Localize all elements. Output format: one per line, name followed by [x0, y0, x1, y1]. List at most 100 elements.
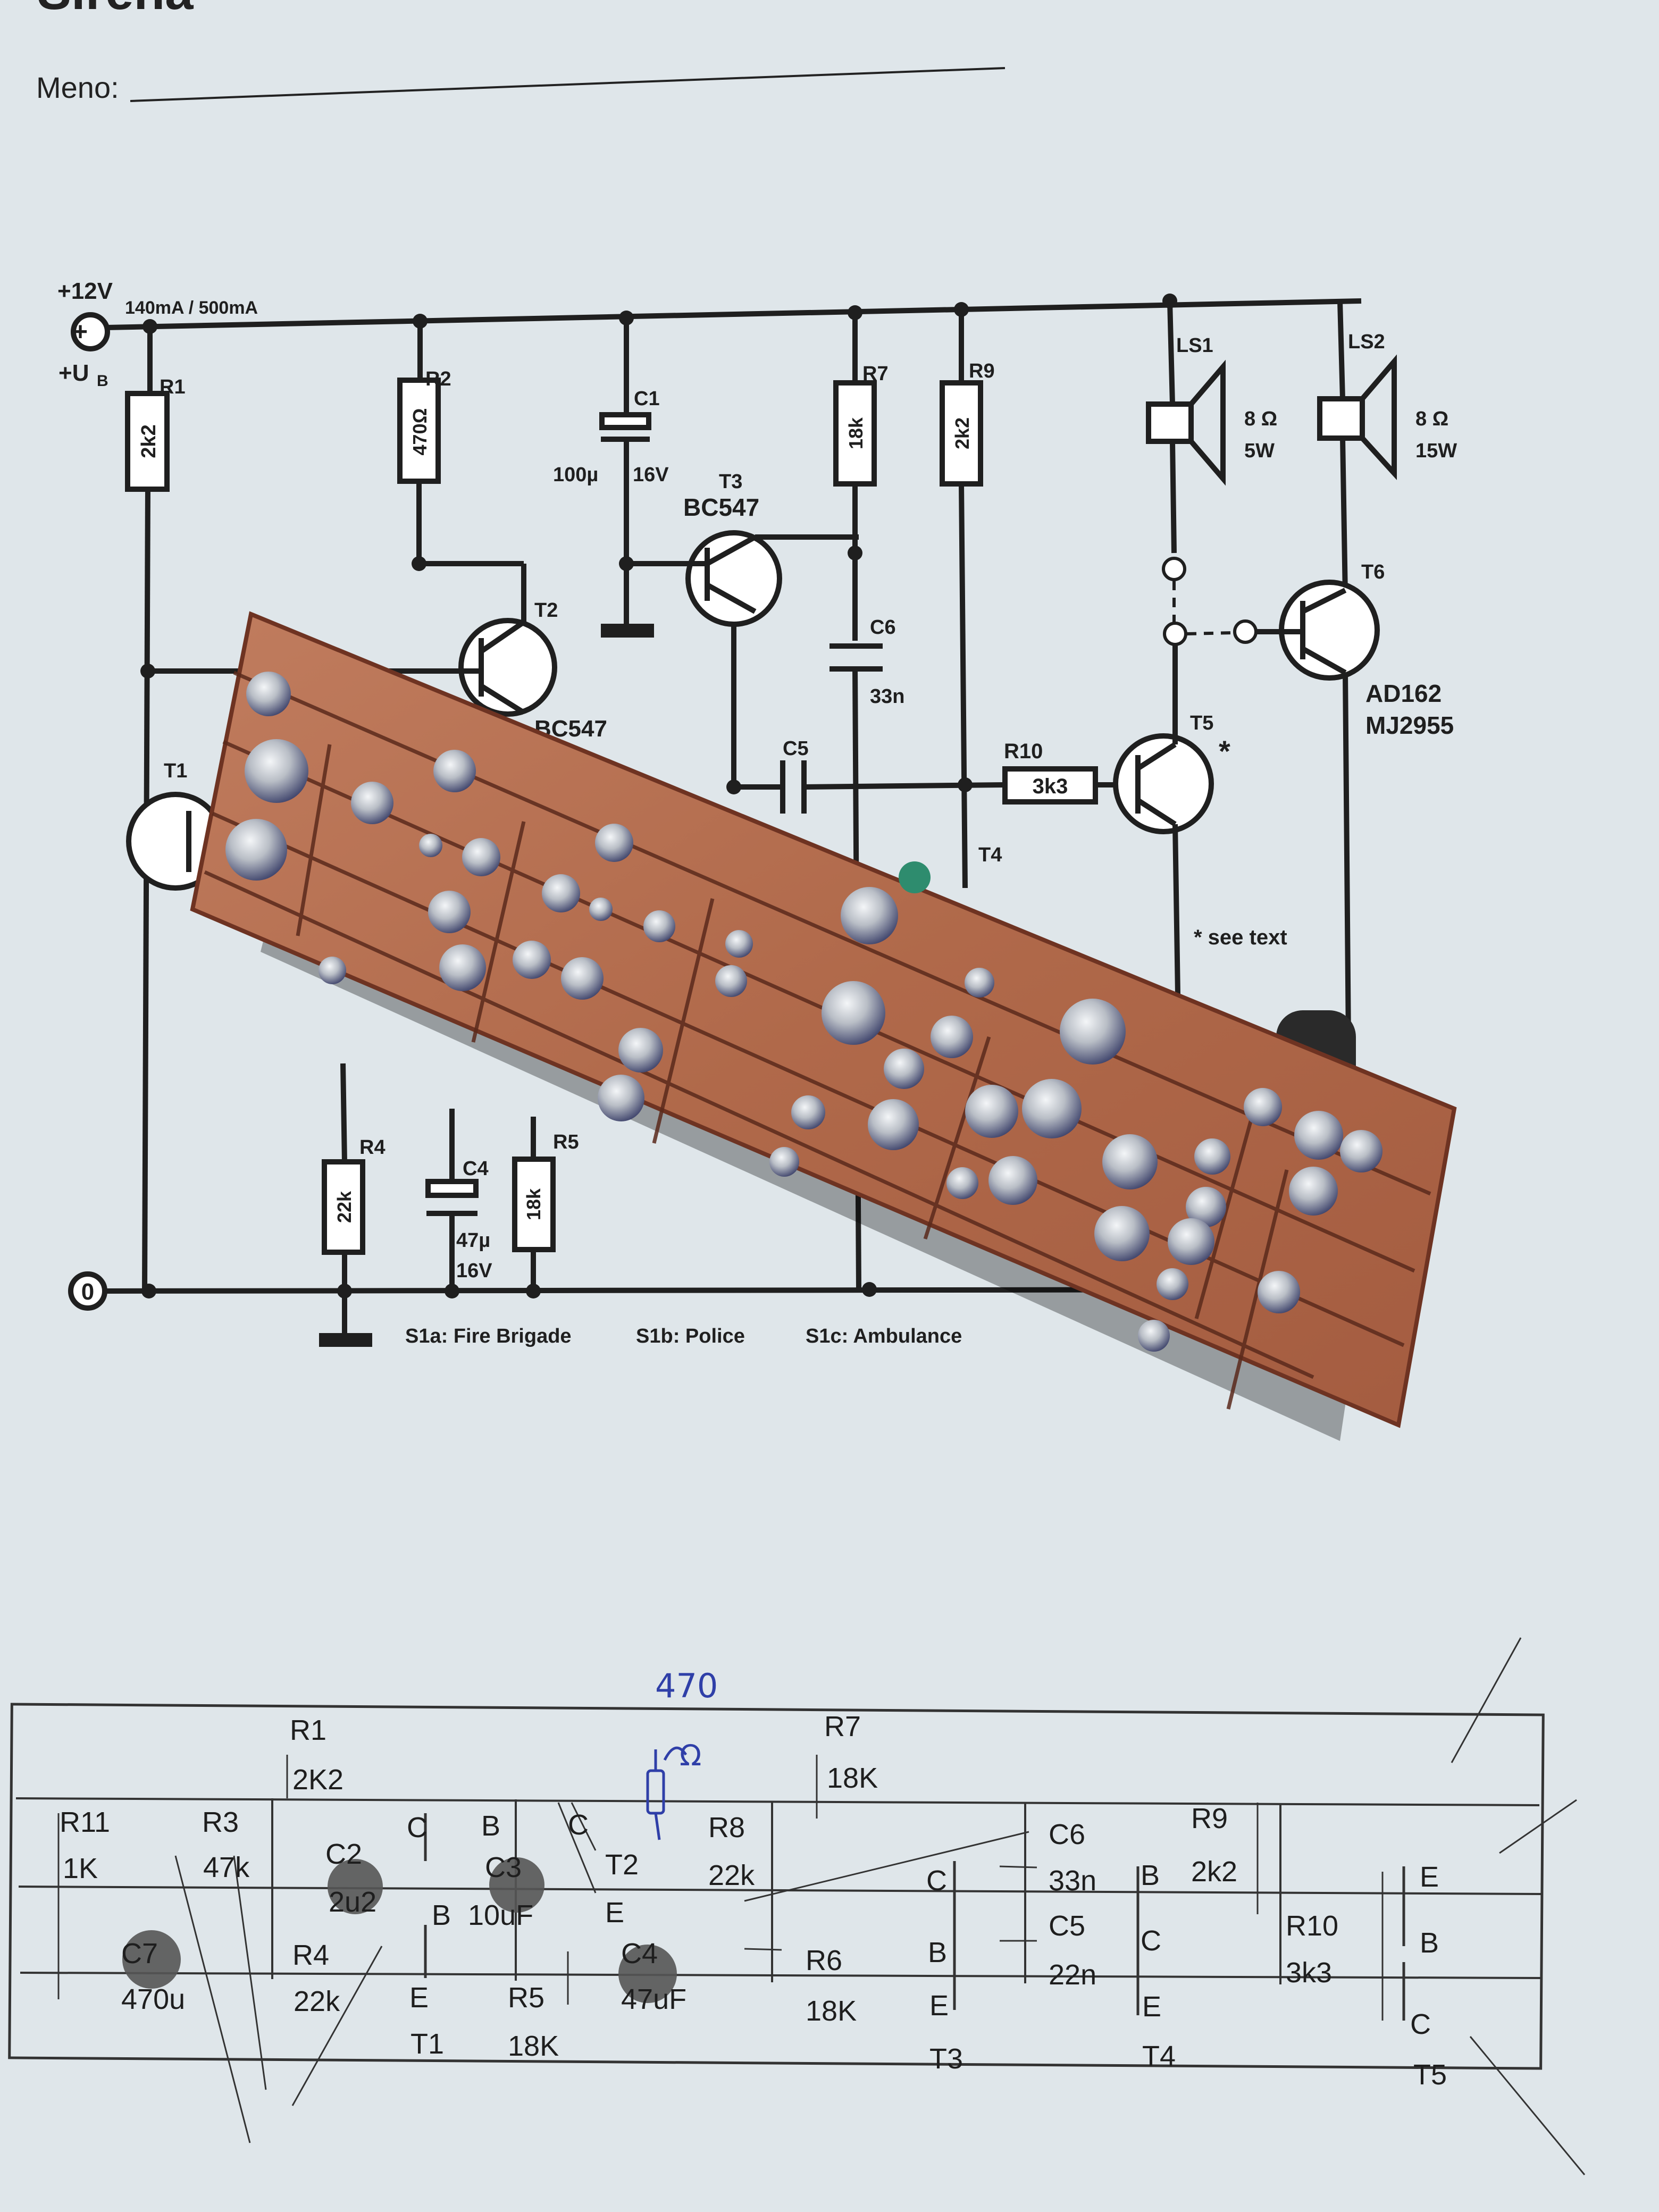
solder-joints [225, 672, 1382, 1352]
lay-t3: T3 [929, 2043, 963, 2075]
lay-t5-b: B [1420, 1927, 1439, 1959]
t6-type: AD162 [1365, 680, 1442, 707]
switch-label-ambulance: S1c: Ambulance [806, 1325, 962, 1347]
supply-voltage-label: +12V [57, 278, 113, 304]
lay-c6: C6 [1049, 1819, 1085, 1850]
lay-c2-val: 2u2 [329, 1886, 376, 1918]
r2-ref: R2 [425, 368, 451, 390]
lay-c6-val: 33n [1049, 1865, 1096, 1897]
r10-ref: R10 [1004, 740, 1043, 763]
c1-voltage: 16V [633, 464, 669, 486]
lay-r4: R4 [292, 1939, 329, 1971]
r1-value: 2k2 [138, 424, 160, 458]
lay-t3-b: B [928, 1937, 947, 1968]
ground-label: 0 [81, 1279, 94, 1305]
t4-ref: T4 [978, 844, 1002, 866]
handwritten-ohm-mark: Ω [680, 1739, 701, 1772]
r5-ref: R5 [553, 1131, 579, 1153]
lay-r7: R7 [824, 1711, 861, 1742]
lay-t2-b: B [481, 1810, 500, 1842]
lay-r4-val: 22k [294, 1985, 340, 2017]
copper-pcb [190, 611, 1457, 1441]
lay-t1-c: C [407, 1812, 428, 1844]
component-layout-grid [8, 1637, 1586, 2175]
r2-value: 470Ω [409, 408, 431, 456]
name-line [130, 67, 1006, 102]
c6-value: 33n [870, 685, 904, 708]
ls2-power: 15W [1415, 440, 1457, 462]
r7-value: 18k [845, 417, 867, 449]
lay-t1-b: B [432, 1899, 451, 1931]
lay-c4-val: 47uF [621, 1983, 686, 2015]
r7-ref: R7 [862, 363, 889, 385]
r1-ref: R1 [160, 376, 186, 398]
lay-c3: C3 [485, 1851, 522, 1883]
layout-labels: R1 2K2 R7 18K R11 1K R3 47k C2 2u2 C B E… [60, 1666, 1447, 2091]
ls2-impedance: 8 Ω [1415, 408, 1448, 430]
lay-c3-val: 10uF [468, 1899, 533, 1931]
t6-ref: T6 [1361, 561, 1385, 583]
r10-value: 3k3 [1033, 775, 1068, 798]
c4-value: 47µ [456, 1229, 490, 1252]
lay-r9: R9 [1191, 1803, 1228, 1834]
c1-value: 100µ [553, 464, 598, 486]
supply-symbol-sub: B [97, 372, 108, 390]
document-title: Sirena [37, 0, 193, 21]
r4-ref: R4 [359, 1136, 386, 1159]
supply-current-label: 140mA / 500mA [125, 298, 258, 318]
layout-dots [122, 1857, 677, 2003]
lay-t2: T2 [605, 1849, 639, 1881]
lay-c7: C7 [121, 1938, 158, 1970]
handwritten-value: 470 [655, 1666, 718, 1705]
handwritten-resistor-sketch [646, 1746, 688, 1840]
lay-t2-c: C [568, 1809, 589, 1841]
lay-t2-e: E [605, 1897, 624, 1929]
c5-ref: C5 [783, 738, 809, 760]
lay-t3-e: E [929, 1990, 949, 2022]
lay-r5: R5 [508, 1982, 544, 2014]
c6-ref: C6 [870, 616, 896, 639]
lay-r1: R1 [290, 1714, 326, 1746]
lay-r1-val: 2K2 [292, 1764, 343, 1796]
t2-ref: T2 [534, 599, 558, 622]
c4-voltage: 16V [456, 1260, 492, 1282]
lay-r10: R10 [1286, 1910, 1338, 1942]
lay-r8: R8 [708, 1812, 745, 1844]
switch-label-police: S1b: Police [636, 1325, 745, 1347]
lay-t3-c: C [926, 1865, 947, 1897]
circuit-schematic [68, 298, 1397, 1347]
supply-symbol: +U [58, 360, 89, 386]
r5-value: 18k [523, 1188, 544, 1220]
t3-ref: T3 [719, 471, 742, 493]
lay-r3: R3 [202, 1806, 239, 1838]
lay-r9-val: 2k2 [1191, 1856, 1237, 1888]
lay-r6-val: 18K [806, 1995, 857, 2027]
lay-t1: T1 [410, 2028, 444, 2060]
green-component-lead [899, 861, 931, 893]
lay-t4-b: B [1141, 1859, 1160, 1891]
lay-c5: C5 [1049, 1910, 1085, 1942]
r9-value: 2k2 [951, 417, 973, 449]
lay-t5: T5 [1413, 2059, 1447, 2091]
see-text-note: * see text [1194, 926, 1287, 949]
schematic-labels: +12V 140mA / 500mA + +U B 0 R1 2k2 R2 47… [57, 278, 1457, 1347]
lay-r5-val: 18K [508, 2030, 559, 2062]
lay-r10-val: 3k3 [1286, 1957, 1332, 1989]
lay-t4: T4 [1142, 2040, 1176, 2072]
lay-c2: C2 [325, 1838, 362, 1870]
lay-t1-e: E [409, 1982, 429, 2014]
schematic-junctions [140, 294, 1177, 1298]
lay-c4: C4 [621, 1938, 658, 1970]
t6-type2: MJ2955 [1365, 711, 1454, 739]
svg-text:+: + [73, 318, 88, 346]
c1-ref: C1 [634, 388, 660, 410]
r9-ref: R9 [969, 360, 995, 382]
t1-ref: T1 [164, 760, 187, 782]
ls1-power: 5W [1244, 440, 1275, 462]
ls2-ref: LS2 [1348, 331, 1385, 353]
lay-c7-val: 470u [121, 1983, 185, 2015]
lay-r11: R11 [60, 1806, 110, 1838]
name-label: Meno: [36, 71, 119, 104]
lay-t4-c: C [1141, 1925, 1161, 1957]
